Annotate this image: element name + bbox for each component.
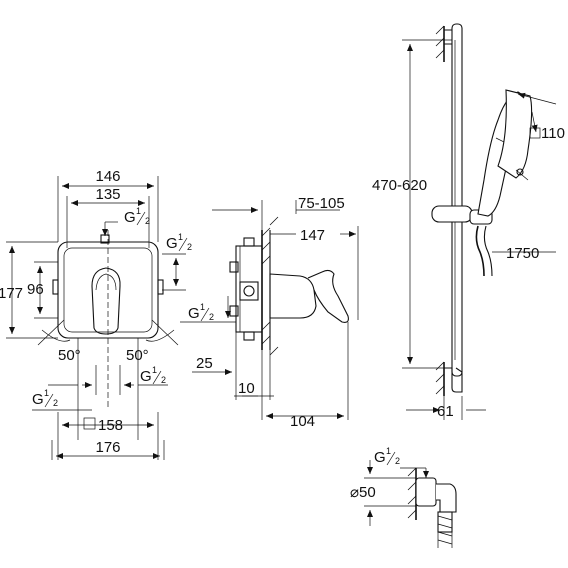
dim-depth: 147 — [300, 227, 325, 244]
svg-text:2: 2 — [395, 456, 400, 466]
hose — [475, 225, 485, 277]
svg-text:1: 1 — [178, 232, 183, 242]
svg-text:2: 2 — [53, 398, 58, 408]
slider — [431, 205, 473, 223]
front-lever — [91, 267, 121, 335]
svg-text:2: 2 — [187, 242, 192, 252]
dim-hose: 1750 — [506, 245, 539, 262]
rail-bar — [451, 23, 463, 377]
svg-text:1: 1 — [386, 446, 391, 456]
square-symbol — [83, 417, 96, 430]
svg-text:1: 1 — [200, 302, 205, 312]
dim-head-size: 110 — [541, 125, 565, 142]
elbow-thread-g: G — [374, 449, 386, 466]
dim-height-range: 470-620 — [372, 177, 427, 194]
dim-wall-distance: 61 — [437, 403, 454, 420]
dim-height-outer: 177 — [0, 285, 23, 302]
elbow-view: G 1 2 ⌀50 — [350, 446, 457, 548]
elbow-body — [415, 477, 437, 507]
dim-angle-right: 50° — [126, 347, 149, 364]
dim-projection: 104 — [290, 413, 315, 430]
square-symbol-head — [529, 127, 541, 139]
svg-text:2: 2 — [145, 216, 150, 226]
dim-angle-left: 50° — [58, 347, 81, 364]
shower-head — [497, 89, 533, 179]
dim-height-inner: 96 — [27, 281, 44, 298]
side-mixer-body — [269, 273, 317, 319]
thread-bottom-left-g: G — [32, 391, 44, 408]
shower-rail: 470-620 110 1750 61 — [372, 23, 565, 420]
side-lever — [307, 269, 349, 323]
dim-square: 158 — [98, 417, 123, 434]
svg-text:2: 2 — [161, 375, 166, 385]
front-view: 146 135 G 1 2 G 1 2 177 96 50° 50° — [0, 168, 192, 460]
svg-text:1: 1 — [136, 206, 141, 216]
dim-width-outer: 146 — [95, 168, 120, 185]
dim-wall: 10 — [238, 380, 255, 397]
dim-bottom: 176 — [95, 439, 120, 456]
thread-right-g: G — [166, 235, 178, 252]
svg-text:2: 2 — [209, 312, 214, 322]
thread-top-g: G — [124, 209, 136, 226]
dim-offset: 25 — [196, 355, 213, 372]
thread-side-g: G — [188, 305, 200, 322]
dim-depth-range: 75-105 — [298, 195, 345, 212]
svg-text:1: 1 — [152, 365, 157, 375]
dim-diameter: ⌀50 — [350, 484, 376, 501]
dim-width-inner: 135 — [95, 186, 120, 203]
side-view: 75-105 147 G 1 2 25 10 104 — [180, 195, 359, 430]
thread-bottom-right-g: G — [140, 368, 152, 385]
svg-text:1: 1 — [44, 388, 49, 398]
